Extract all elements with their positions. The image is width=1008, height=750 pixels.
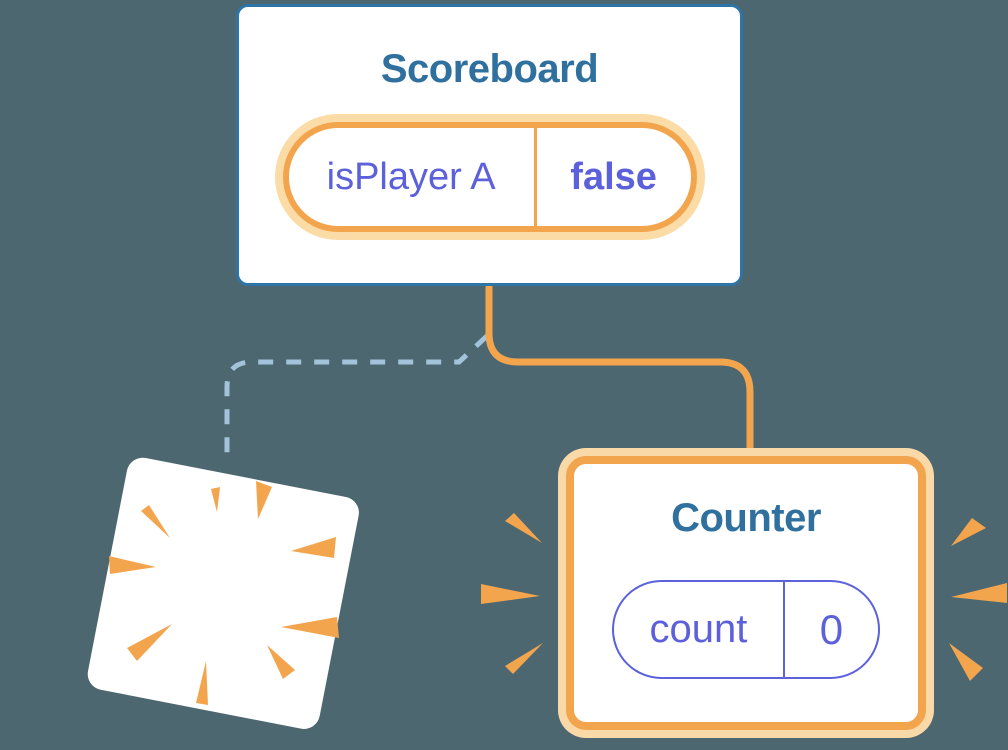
- counter-state-label: count: [649, 607, 748, 651]
- scoreboard-title: Scoreboard: [380, 47, 599, 91]
- scoreboard-state-label: isPlayer A: [326, 155, 496, 198]
- counter-burst-icon: [481, 513, 1007, 681]
- scoreboard-card: Scoreboard isPlayer A false: [236, 4, 743, 286]
- pill-divider: [782, 582, 785, 677]
- poof-burst-icon: [109, 481, 339, 705]
- counter-card: Counter count 0: [566, 456, 926, 730]
- counter-state-pill: count 0: [612, 580, 880, 679]
- counter-title: Counter: [671, 496, 821, 540]
- scoreboard-state-value: false: [570, 155, 657, 198]
- counter-state-value: 0: [819, 605, 844, 653]
- destroyed-card: [87, 457, 359, 729]
- pill-divider: [533, 128, 537, 226]
- dashed-connector-line: [224, 334, 489, 453]
- orange-connector-line: [485, 284, 754, 452]
- scoreboard-state-pill: isPlayer A false: [282, 122, 697, 232]
